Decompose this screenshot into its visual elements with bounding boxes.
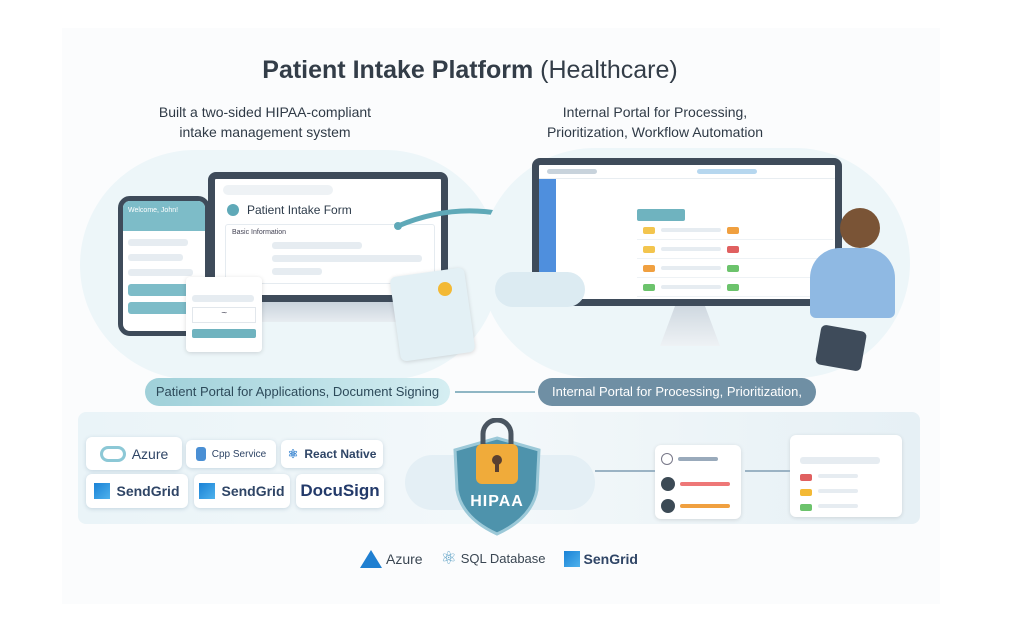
table-row[interactable] xyxy=(637,278,833,297)
app-header xyxy=(539,165,835,179)
tile-cpp-service: Cpp Service xyxy=(186,440,276,468)
form-field[interactable] xyxy=(272,268,322,275)
form-header: Patient Intake Form xyxy=(227,203,352,217)
document-tablet xyxy=(389,267,476,362)
workflow-card xyxy=(790,435,902,517)
right-subtitle: Internal Portal for Processing, Prioriti… xyxy=(546,104,764,140)
form-field[interactable] xyxy=(272,255,422,262)
form-field[interactable] xyxy=(272,242,362,249)
tile-azure: Azure xyxy=(86,437,182,470)
page-title: Patient Intake Platform (Healthcare) xyxy=(262,56,678,84)
table-row[interactable] xyxy=(637,297,833,299)
cloud-icon xyxy=(495,272,585,307)
hipaa-shield-icon xyxy=(453,418,541,536)
sendgrid-icon xyxy=(563,550,580,567)
search-bar xyxy=(223,185,333,195)
table-row[interactable] xyxy=(637,221,833,240)
avatar xyxy=(661,477,675,491)
phone-button[interactable] xyxy=(128,284,200,296)
tile-docusign: DocuSign xyxy=(296,474,384,508)
connector-line xyxy=(595,470,655,472)
phone-button[interactable] xyxy=(128,302,200,314)
submit-button[interactable] xyxy=(192,329,256,338)
check-badge-icon xyxy=(438,282,452,296)
avatar xyxy=(661,499,675,513)
phone-item xyxy=(128,254,183,261)
sidebar[interactable] xyxy=(539,179,556,299)
database-icon xyxy=(195,447,206,461)
form-section: Basic Information xyxy=(225,224,435,284)
signature-field[interactable] xyxy=(192,295,254,302)
footer-logo-sql: ⚛SQL Database xyxy=(440,548,546,568)
tile-sendgrid: SendGrid xyxy=(86,474,188,508)
connector-line xyxy=(455,391,535,393)
database-icon: ⚛ xyxy=(440,548,457,568)
tablet-icon xyxy=(814,324,868,372)
sendgrid-icon xyxy=(94,483,111,499)
signature-card: ~ xyxy=(186,277,262,352)
cloud-icon xyxy=(99,445,126,462)
react-icon: ⚛ xyxy=(287,447,299,461)
left-subtitle: Built a two-sided HIPAA-compliant intake… xyxy=(158,104,372,140)
table-row[interactable] xyxy=(637,240,833,259)
signature-icon: ~ xyxy=(192,307,256,323)
azure-icon xyxy=(360,549,382,568)
tile-sendgrid-2: SendGrid xyxy=(194,474,290,508)
connector-line xyxy=(745,470,790,472)
monitor-screen xyxy=(532,158,842,306)
clipboard-icon xyxy=(227,204,239,216)
user-list-card xyxy=(655,445,741,519)
person-head xyxy=(840,208,880,248)
person-icon xyxy=(810,248,895,318)
sendgrid-icon xyxy=(199,483,216,499)
footer-logo-sendgrid: SenGrid xyxy=(563,550,638,567)
internal-portal-pill: Internal Portal for Processing, Prioriti… xyxy=(538,378,816,406)
tile-react-native: ⚛React Native xyxy=(281,440,383,468)
task-table xyxy=(637,209,833,299)
patient-portal-pill: Patient Portal for Applications, Documen… xyxy=(145,378,450,406)
phone-greeting: Welcome, John! xyxy=(123,201,205,231)
section-label: Basic Information xyxy=(232,229,287,236)
phone-item xyxy=(128,239,188,246)
footer-logo-azure: Azure xyxy=(360,549,423,568)
phone-item xyxy=(128,269,193,276)
footer-logos: Azure ⚛SQL Database SenGrid xyxy=(360,548,638,569)
table-row[interactable] xyxy=(637,259,833,278)
tab-active[interactable] xyxy=(637,209,685,221)
hipaa-label: HIPAA xyxy=(470,493,524,510)
